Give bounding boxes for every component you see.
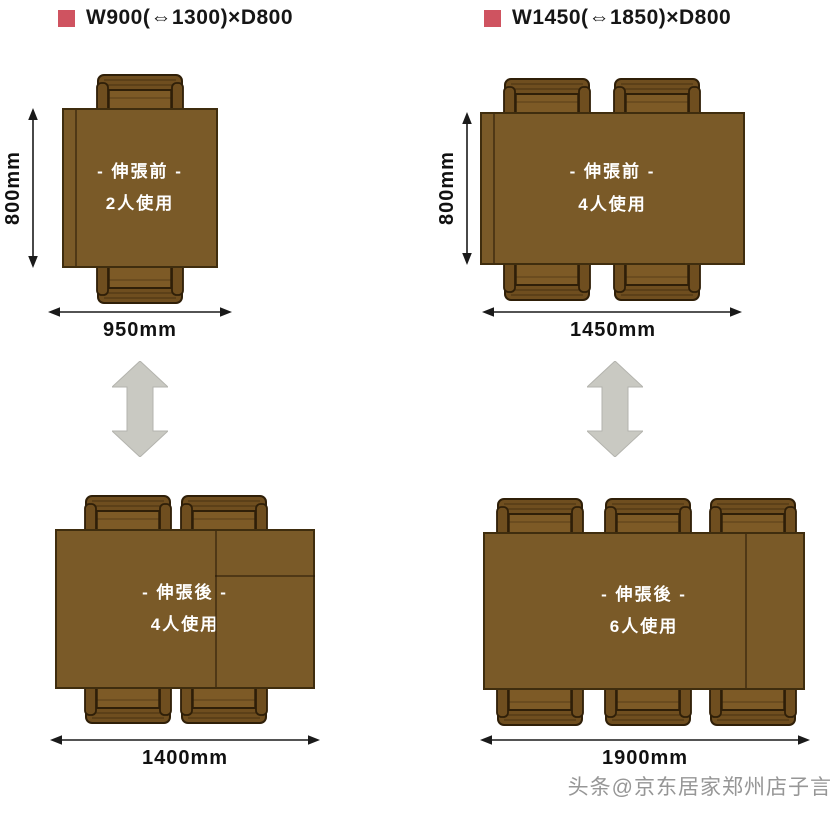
table-seam	[75, 110, 77, 266]
table-state-label: - 伸張後 -	[601, 584, 687, 604]
dimension-arrow-icon	[50, 735, 320, 745]
table-left-after: - 伸張後 - 4人使用	[55, 529, 315, 689]
width-dimension-label: 1900mm	[601, 747, 689, 769]
table-right-after: - 伸張後 - 6人使用	[483, 532, 805, 690]
dimension-arrow-icon	[482, 307, 742, 317]
table-right-before: - 伸張前 - 4人使用	[480, 112, 745, 265]
table-capacity-label: 2人使用	[105, 194, 175, 213]
table-state-label: - 伸張前 -	[569, 162, 656, 182]
left-size-header: W900(⇔1300)×D800	[58, 6, 293, 30]
width-dimension-label: 950mm	[103, 319, 177, 341]
width-dimension-label: 1450mm	[569, 319, 657, 341]
left-size-label: W900(⇔1300)×D800	[86, 6, 294, 29]
table-leaf-seam	[215, 575, 315, 577]
red-square-icon	[484, 9, 501, 27]
expand-double-arrow-icon	[112, 361, 168, 457]
expand-double-arrow-icon	[587, 361, 643, 457]
dimension-arrow-icon	[462, 112, 472, 265]
depth-dimension-label: 800mm	[436, 151, 458, 225]
dimension-arrow-icon	[28, 108, 38, 268]
dimension-arrow-icon	[480, 735, 810, 745]
right-size-header: W1450(⇔1850)×D800	[484, 6, 731, 30]
table-state-label: - 伸張前 -	[97, 161, 183, 181]
table-state-label: - 伸張後 -	[142, 582, 228, 602]
dimension-arrow-icon	[48, 307, 232, 317]
right-size-label: W1450(⇔1850)×D800	[512, 6, 732, 29]
table-capacity-label: 6人使用	[609, 617, 679, 636]
table-seam	[493, 114, 495, 263]
width-dimension-label: 1400mm	[141, 747, 229, 769]
depth-dimension-label: 800mm	[2, 151, 24, 225]
table-leaf-seam	[745, 534, 747, 688]
table-left-before: - 伸張前 - 2人使用	[62, 108, 218, 268]
table-capacity-label: 4人使用	[578, 194, 647, 214]
watermark-text: 头条@京东居家郑州店子言	[567, 776, 832, 799]
table-leaf-seam	[215, 531, 217, 687]
red-square-icon	[58, 9, 75, 27]
table-capacity-label: 4人使用	[150, 615, 220, 634]
